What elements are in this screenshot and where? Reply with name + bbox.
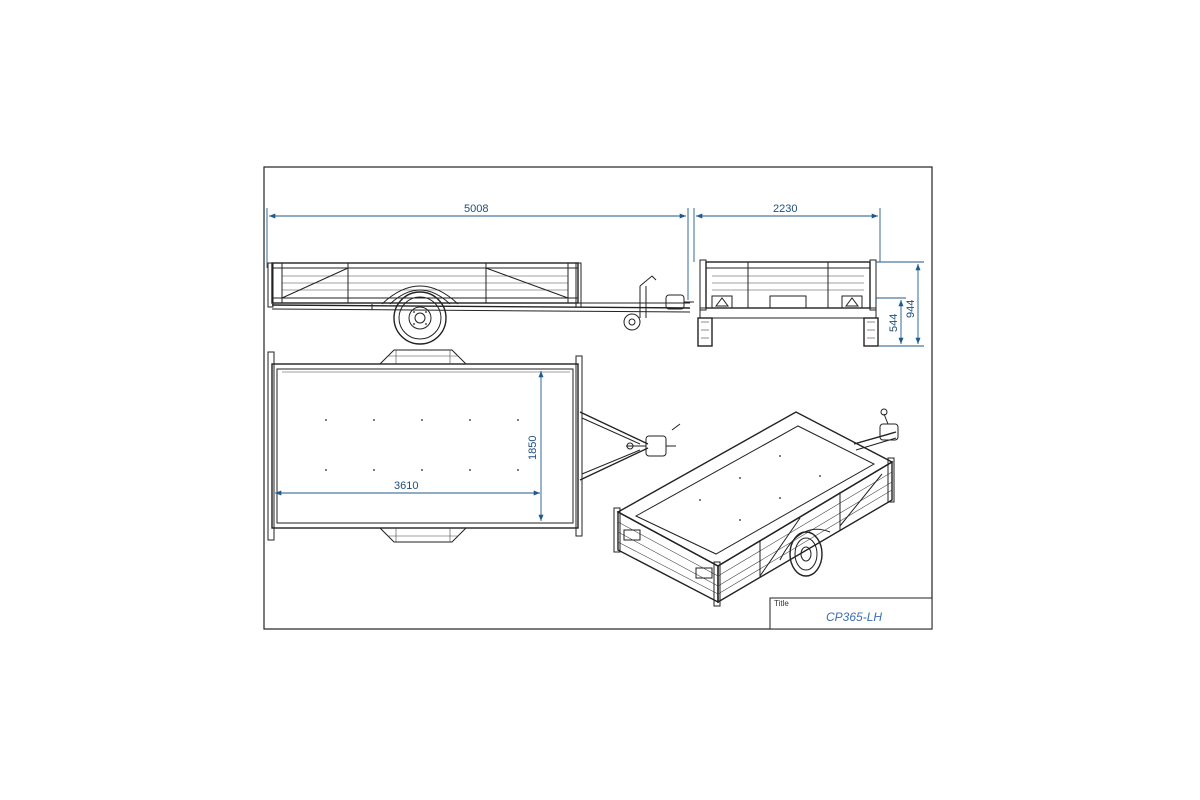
dimension-label-5008: 5008 bbox=[464, 203, 488, 215]
title-value: CP365-LH bbox=[826, 610, 882, 624]
side-view bbox=[267, 262, 694, 345]
dimension-label-1850: 1850 bbox=[527, 436, 539, 460]
dimension-label-2230: 2230 bbox=[773, 203, 797, 215]
dimension-overall-length: 5008 bbox=[266, 203, 689, 300]
title-label: Title bbox=[774, 599, 789, 608]
dimension-bed-width: 1850 bbox=[527, 371, 544, 521]
dimension-overall-width: 2230 bbox=[693, 203, 881, 262]
dimension-label-944: 944 bbox=[905, 300, 917, 318]
isometric-view bbox=[613, 408, 899, 607]
dimension-heights: 944 544 bbox=[876, 261, 924, 347]
title-block: Title CP365-LH bbox=[769, 597, 933, 630]
dimension-label-544: 544 bbox=[888, 314, 900, 332]
rear-view bbox=[697, 259, 879, 347]
dimension-bed-length: 3610 bbox=[275, 480, 540, 496]
sheet-border bbox=[263, 166, 933, 630]
top-view bbox=[267, 349, 681, 543]
dimension-label-3610: 3610 bbox=[394, 480, 418, 492]
